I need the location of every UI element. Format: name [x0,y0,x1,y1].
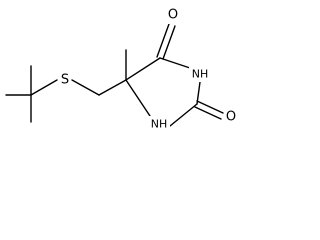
bond-methylene-to-c5 [98,79,127,96]
nitrogen-atom-label-n1: NH [151,118,168,131]
bond-n3-c2 [196,81,201,105]
chemical-structure-diagram: S O O NH NH [5,8,238,132]
bond-c5-c4 [125,57,161,81]
bond-sulfur-to-methylene [71,79,100,96]
carbonyl-c4 [156,23,176,60]
bond-c2-n1 [169,103,198,127]
bond-c4-n3 [159,57,191,69]
bond-n1-c5 [125,79,151,117]
bond-c2-o-double-a [196,100,224,114]
bond-c4-o-double-b [162,25,176,60]
oxygen-atom-label-right: O [226,110,236,125]
sulfur-atom-label: S [61,73,69,88]
hydantoin-ring [125,57,201,127]
bond-c2-o-double-b [194,106,222,120]
oxygen-atom-label-top: O [168,8,178,23]
tert-butyl-group [5,65,58,123]
bond-c4-o-double-a [156,23,170,58]
nitrogen-atom-label-n3: NH [192,68,209,81]
bond-tbu-to-sulfur [30,79,58,96]
carbonyl-c2 [194,100,224,120]
